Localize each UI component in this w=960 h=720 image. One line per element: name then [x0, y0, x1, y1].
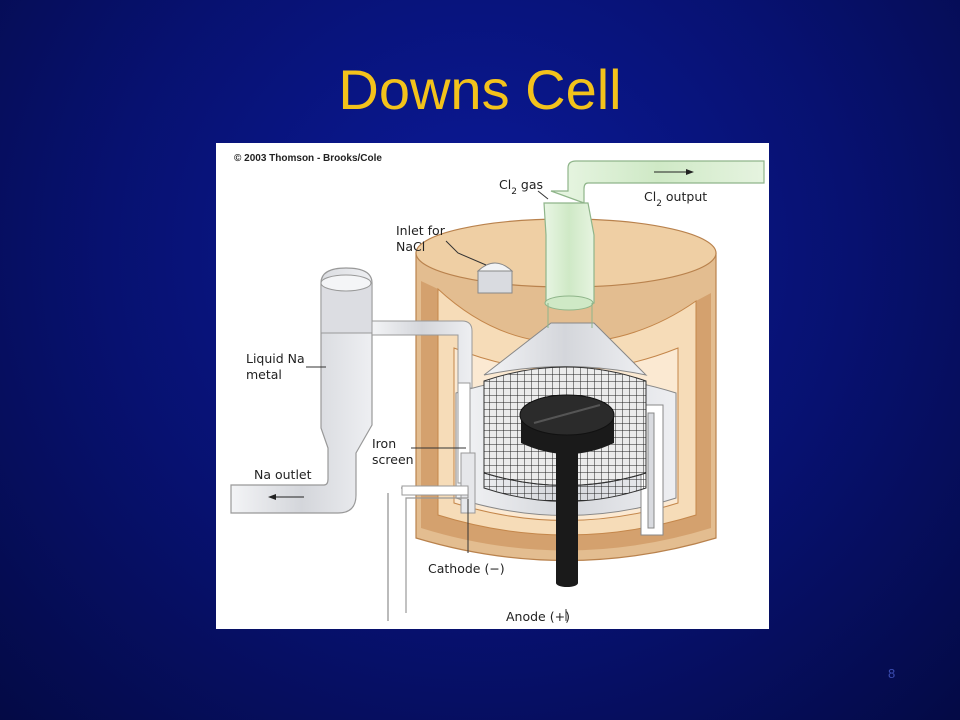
label-cl2-output: Cl2 output: [644, 189, 707, 209]
label-cl2-gas: Cl2 gas: [499, 177, 543, 197]
copyright-text: © 2003 Thomson - Brooks/Cole: [234, 153, 382, 164]
label-iron-line1: Iron: [372, 436, 396, 451]
label-liquid-na-line1: Liquid Na: [246, 351, 305, 366]
downs-cell-diagram: © 2003 Thomson - Brooks/Cole: [216, 143, 769, 629]
cathode: [387, 382, 476, 621]
label-iron-line2: screen: [372, 452, 414, 467]
nacl-inlet: [476, 262, 514, 294]
slide-number: 8: [888, 666, 896, 681]
label-anode: Anode (+): [506, 609, 570, 624]
label-inlet-line2: NaCl: [396, 239, 425, 254]
slide-title: Downs Cell: [338, 58, 622, 121]
diagram-svg: © 2003 Thomson - Brooks/Cole: [230, 153, 765, 624]
label-liquid-na-line2: metal: [246, 367, 282, 382]
anode: [519, 394, 615, 587]
label-na-outlet: Na outlet: [254, 467, 312, 482]
sodium-column: [230, 267, 473, 514]
cl2-gas-tube: [543, 160, 765, 328]
leader-lines: [306, 190, 567, 621]
label-inlet-line1: Inlet for: [396, 223, 446, 238]
label-cathode: Cathode (−): [428, 561, 505, 576]
